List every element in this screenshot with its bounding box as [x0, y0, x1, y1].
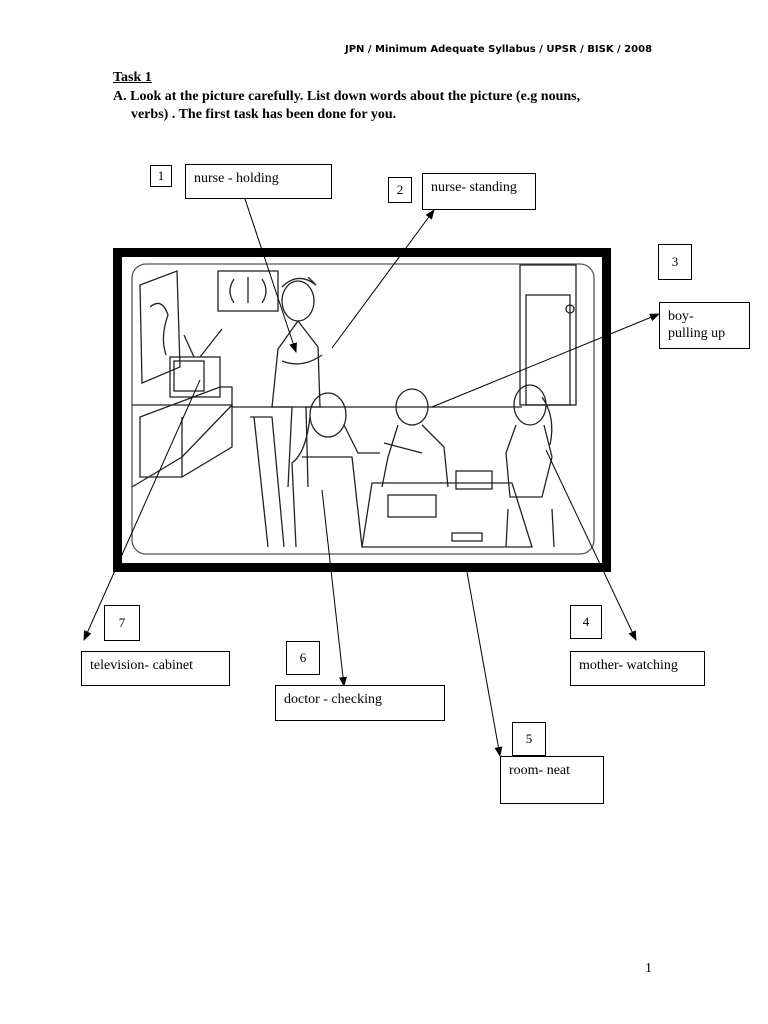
clinic-illustration — [131, 263, 595, 555]
picture-frame — [113, 248, 611, 572]
label-3-line-2: pulling up — [668, 326, 726, 341]
label-5-box: room- neat — [500, 756, 604, 804]
instruction-line-2: verbs) . The first task has been done fo… — [131, 107, 397, 122]
label-3-number: 3 — [658, 244, 692, 280]
arrow-3 — [431, 313, 660, 408]
label-3-line-1: boy- — [668, 309, 694, 324]
label-6-number: 6 — [286, 641, 320, 675]
page-header: JPN / Minimum Adequate Syllabus / UPSR /… — [345, 44, 653, 55]
label-4-number: 4 — [570, 605, 602, 639]
arrow-6 — [321, 489, 347, 687]
label-7-box: television- cabinet — [81, 651, 230, 686]
arrow-4 — [545, 449, 637, 641]
arrow-1 — [244, 198, 297, 353]
label-7-number: 7 — [104, 605, 140, 641]
task-title: Task 1 — [113, 70, 152, 85]
label-2-number: 2 — [388, 177, 412, 203]
page-number: 1 — [645, 961, 652, 976]
label-5-number: 5 — [512, 722, 546, 756]
arrow-5 — [466, 571, 503, 757]
instruction-line-1: A. Look at the picture carefully. List d… — [113, 89, 581, 104]
label-6-box: doctor - checking — [275, 685, 445, 721]
label-2-box: nurse- standing — [422, 173, 536, 210]
label-4-box: mother- watching — [570, 651, 705, 686]
label-1-box: nurse - holding — [185, 164, 332, 199]
arrow-2 — [331, 209, 435, 349]
arrow-7 — [83, 379, 201, 641]
label-3-box: boy- pulling up — [659, 302, 750, 349]
label-1-number: 1 — [150, 165, 172, 187]
